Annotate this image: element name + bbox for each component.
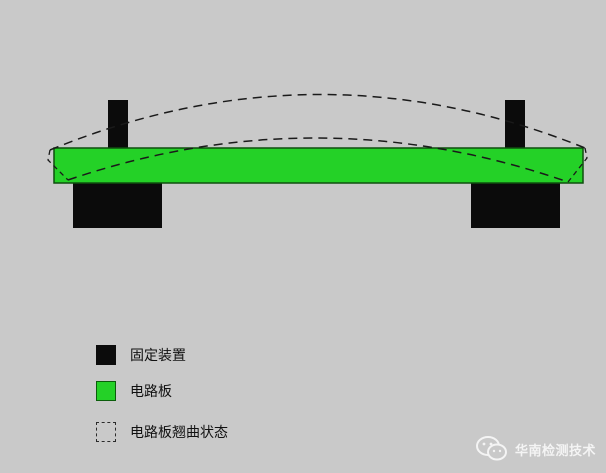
fixture-post-right	[505, 100, 525, 152]
fixture-block-left	[73, 182, 162, 228]
warp-outline-lower	[67, 137, 569, 183]
warp-outline-left-end	[47, 149, 69, 181]
circuit-board	[53, 147, 584, 184]
board-swatch	[96, 381, 116, 401]
warp-outline-upper	[49, 93, 586, 151]
watermark: 华南检测技术	[475, 435, 596, 463]
watermark-text: 华南检测技术	[514, 443, 596, 459]
legend-item-board: 电路板	[96, 378, 172, 404]
warp-outline-right-end	[567, 147, 588, 183]
fixture-swatch	[96, 345, 116, 365]
legend-item-warp: 电路板翘曲状态	[96, 419, 228, 445]
wechat-icon	[475, 435, 509, 463]
legend-label-warp: 电路板翘曲状态	[130, 425, 228, 441]
legend-item-fixture: 固定装置	[96, 342, 186, 368]
fixture-block-right	[471, 182, 560, 228]
warp-swatch	[96, 422, 116, 442]
legend-label-fixture: 固定装置	[130, 348, 186, 364]
fixture-post-left	[108, 100, 128, 152]
legend-label-board: 电路板	[130, 384, 172, 400]
